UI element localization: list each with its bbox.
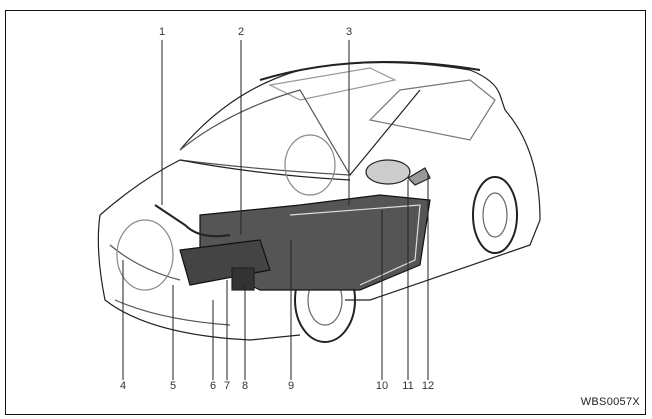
callout-11: 11 [402, 380, 414, 392]
sunroof [268, 67, 397, 101]
callout-4: 4 [119, 380, 127, 392]
front-grille [109, 244, 231, 326]
callout-6: 6 [209, 380, 217, 392]
side-windows [368, 79, 496, 141]
callout-8: 8 [241, 380, 249, 392]
callout-12: 12 [421, 380, 435, 392]
callout-2: 2 [237, 26, 245, 38]
headlight [116, 219, 174, 291]
roof-rail [259, 61, 481, 81]
callout-5: 5 [169, 380, 177, 392]
far-front-wheel [284, 134, 336, 196]
diagram-frame [5, 10, 646, 415]
charge-port [407, 167, 431, 186]
charging-cable [154, 204, 231, 238]
callout-3: 3 [345, 26, 353, 38]
front-bumper [97, 214, 301, 341]
hood [99, 159, 351, 216]
rear-wheel [472, 176, 518, 254]
callout-7: 7 [223, 380, 231, 392]
callout-9: 9 [287, 380, 295, 392]
fuel-tank-filler [365, 159, 411, 185]
callout-10: 10 [375, 380, 389, 392]
motor-unit [231, 267, 255, 291]
figure-code: WBS0057X [580, 396, 640, 408]
car-body-side [345, 89, 541, 301]
windshield [179, 89, 352, 176]
callout-1: 1 [158, 26, 166, 38]
